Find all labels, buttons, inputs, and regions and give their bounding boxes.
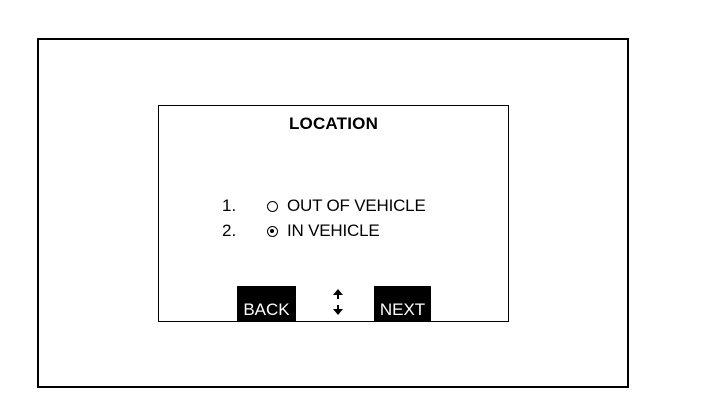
radio-button-unselected-icon[interactable] (267, 200, 278, 212)
option-out-of-vehicle[interactable]: 1. OUT OF VEHICLE (222, 195, 426, 217)
option-number: 1. (222, 196, 237, 215)
outer-frame (37, 38, 629, 388)
option-label: OUT OF VEHICLE (287, 196, 426, 215)
device-screen: LOCATION 1. OUT OF VEHICLE 2. IN VEHICLE… (158, 105, 509, 322)
up-down-arrows-icon[interactable] (332, 289, 344, 315)
screen-title: LOCATION (288, 114, 379, 133)
radio-button-selected-icon[interactable] (267, 225, 278, 237)
back-button[interactable]: BACK (237, 286, 296, 322)
option-in-vehicle[interactable]: 2. IN VEHICLE (222, 220, 380, 242)
next-button[interactable]: NEXT (374, 286, 431, 322)
option-label: IN VEHICLE (287, 221, 380, 240)
option-number: 2. (222, 221, 237, 240)
